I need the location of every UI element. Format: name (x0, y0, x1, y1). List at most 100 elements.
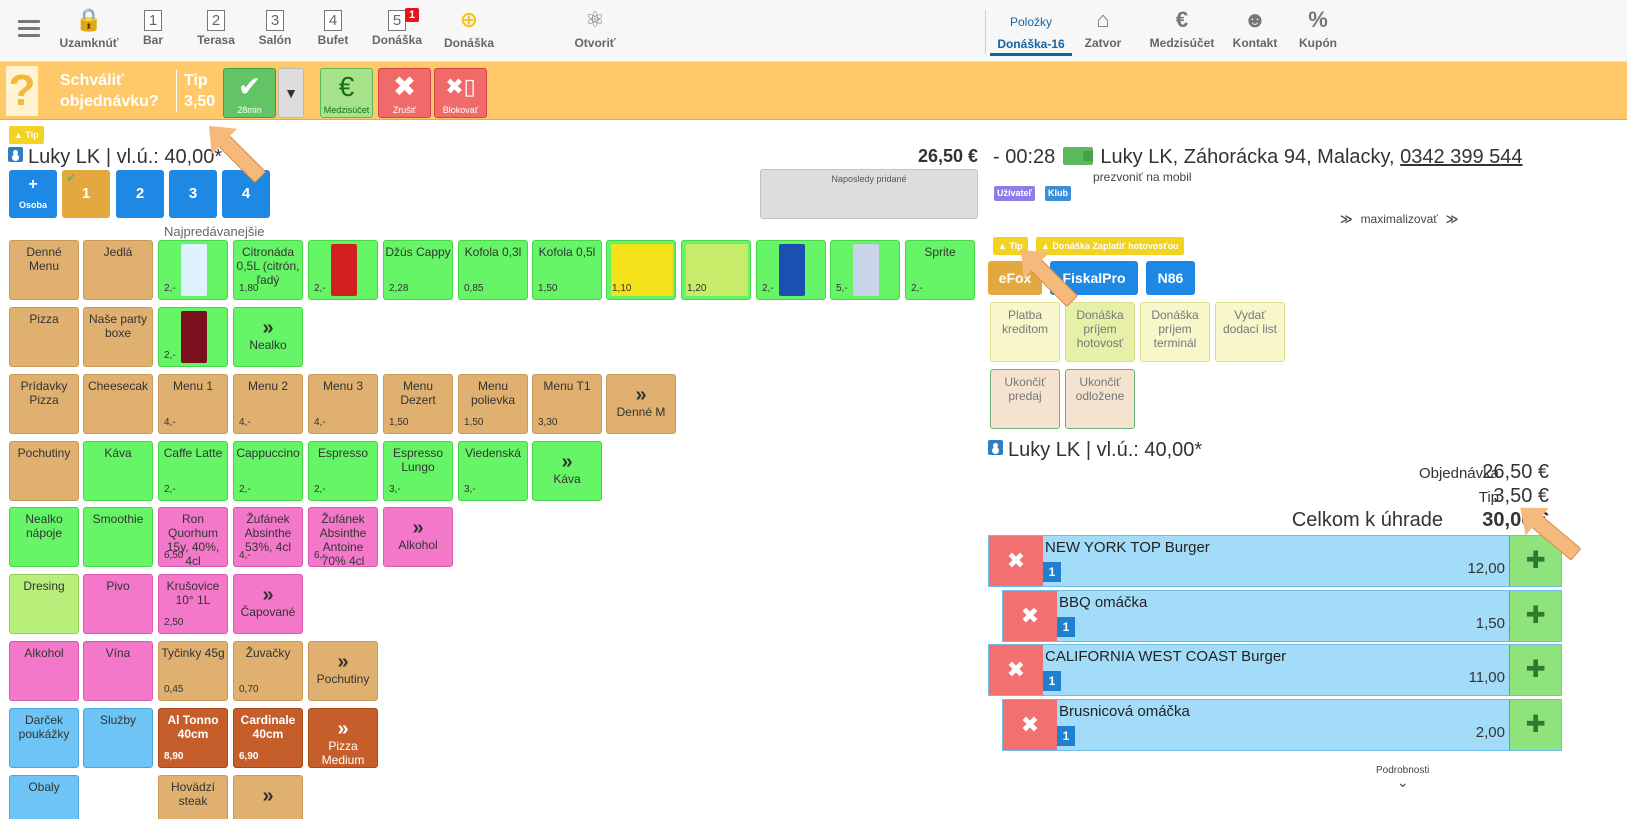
maximize-toggle[interactable]: ≫maximalizovať≫ (1340, 212, 1458, 226)
lock-button[interactable]: 🔒 Uzamknúť (52, 6, 126, 56)
category-tile[interactable]: Cheesecak (83, 374, 153, 434)
seat-4[interactable]: 4 (222, 170, 270, 218)
table-salon-button[interactable]: 3 Salón (238, 6, 312, 56)
category-tile[interactable]: Hovädzí steak (158, 775, 228, 819)
hamburger-icon[interactable] (18, 20, 40, 41)
table-bufet-button[interactable]: 4 Bufet (296, 6, 370, 56)
category-tile[interactable]: Služby (83, 708, 153, 768)
category-more-button[interactable]: »Pochutiny (308, 641, 378, 701)
category-more-button[interactable]: »Pizza Medium (308, 708, 378, 768)
product-tile[interactable]: 2,- (308, 240, 378, 300)
block-button[interactable]: ✖▯ Blokovať (434, 68, 487, 118)
seat-1[interactable]: ✔1 (62, 170, 110, 218)
product-tile[interactable]: 2,- (158, 240, 228, 300)
table-donaska-button[interactable]: 5 1 Donáška (360, 6, 434, 56)
new-delivery-button[interactable]: ⊕ Donáška (432, 6, 506, 56)
order-item[interactable]: ✖ CALIFORNIA WEST COAST Burger 1 11,00 ✚ (988, 644, 1562, 696)
details-toggle[interactable]: Podrobnosti ⌄ (1376, 765, 1429, 789)
category-tile[interactable]: Prídavky Pizza (9, 374, 79, 434)
category-tile[interactable]: Smoothie (83, 507, 153, 567)
category-tile[interactable]: Pivo (83, 574, 153, 634)
finish-sale-button[interactable]: Ukončiť predaj (990, 369, 1060, 429)
coupon-button[interactable]: % Kupón (1281, 6, 1355, 56)
remove-item-icon[interactable]: ✖ (989, 536, 1043, 586)
delivery-terminal-button[interactable]: Donáška príjem terminál (1140, 302, 1210, 362)
add-item-icon[interactable]: ✚ (1509, 700, 1561, 750)
finish-deferred-button[interactable]: Ukončiť odložene (1065, 369, 1135, 429)
table-terasa-button[interactable]: 2 Terasa (179, 6, 253, 56)
category-tile[interactable]: Alkohol (9, 641, 79, 701)
category-tile[interactable]: Pochutiny (9, 441, 79, 501)
remove-item-icon[interactable]: ✖ (1003, 591, 1057, 641)
product-tile[interactable]: 1,10 (606, 240, 676, 300)
seat-2[interactable]: 2 (116, 170, 164, 218)
product-tile[interactable]: 5,- (830, 240, 900, 300)
phone-link[interactable]: 0342 399 544 (1400, 146, 1523, 168)
remove-item-icon[interactable]: ✖ (1003, 700, 1057, 750)
fiskalpro-button[interactable]: FiskalPro (1050, 261, 1138, 295)
category-more-button[interactable]: »Nealko (233, 307, 303, 367)
category-tile[interactable]: Naše party boxe (83, 307, 153, 367)
order-item[interactable]: ✖ BBQ omáčka 1 1,50 ✚ (1002, 590, 1562, 642)
close-button[interactable]: ⌂ Zatvor (1068, 6, 1138, 56)
category-tile[interactable]: Vína (83, 641, 153, 701)
order-item[interactable]: ✖ NEW YORK TOP Burger 1 12,00 ✚ (988, 535, 1562, 587)
category-more-button[interactable]: »Káva (532, 441, 602, 501)
n86-button[interactable]: N86 (1146, 261, 1195, 295)
subtotal-button[interactable]: € Medzisúčet (320, 68, 373, 118)
category-tile[interactable]: Denné Menu (9, 240, 79, 300)
category-tile[interactable]: Pizza (9, 307, 79, 367)
product-tile[interactable]: 1,20 (681, 240, 751, 300)
add-person-button[interactable]: + Osoba (9, 170, 57, 218)
product-tile[interactable]: 2,- (756, 240, 826, 300)
subtotal-nav-button[interactable]: € Medzisúčet (1141, 6, 1223, 56)
category-more-button[interactable]: » (233, 775, 303, 819)
category-tile[interactable]: Nealko nápoje (9, 507, 79, 567)
delivery-cash-button[interactable]: Donáška príjem hotovosť (1065, 302, 1135, 362)
add-item-icon[interactable]: ✚ (1509, 645, 1561, 695)
remove-item-icon[interactable]: ✖ (989, 645, 1043, 695)
pay-credit-button[interactable]: Platba kreditom (990, 302, 1060, 362)
table-bar-button[interactable]: 1 Bar (116, 6, 190, 56)
order-item[interactable]: ✖ Brusnicová omáčka 1 2,00 ✚ (1002, 699, 1562, 751)
cancel-button[interactable]: ✖ Zrušiť (378, 68, 431, 118)
product-tile[interactable]: 2,- (158, 307, 228, 367)
category-more-button[interactable]: »Čapované (233, 574, 303, 634)
contact-button[interactable]: ☻ Kontakt (1218, 6, 1292, 56)
tab-donaska-16[interactable]: Položky Donáška-16 (990, 6, 1072, 56)
category-more-button[interactable]: »Alkohol (383, 507, 453, 567)
category-tile[interactable]: Darček poukážky (9, 708, 79, 768)
time-dropdown[interactable]: ▼ (278, 68, 304, 118)
add-item-icon[interactable]: ✚ (1509, 591, 1561, 641)
open-button[interactable]: ⚛ Otvoriť (558, 6, 632, 56)
category-tile[interactable]: Dresing (9, 574, 79, 634)
delivery-note-button[interactable]: Vydať dodací list (1215, 302, 1285, 362)
category-more-button[interactable]: »Denné M (606, 374, 676, 434)
category-tile[interactable]: Jedlá (83, 240, 153, 300)
category-tile[interactable]: Káva (83, 441, 153, 501)
